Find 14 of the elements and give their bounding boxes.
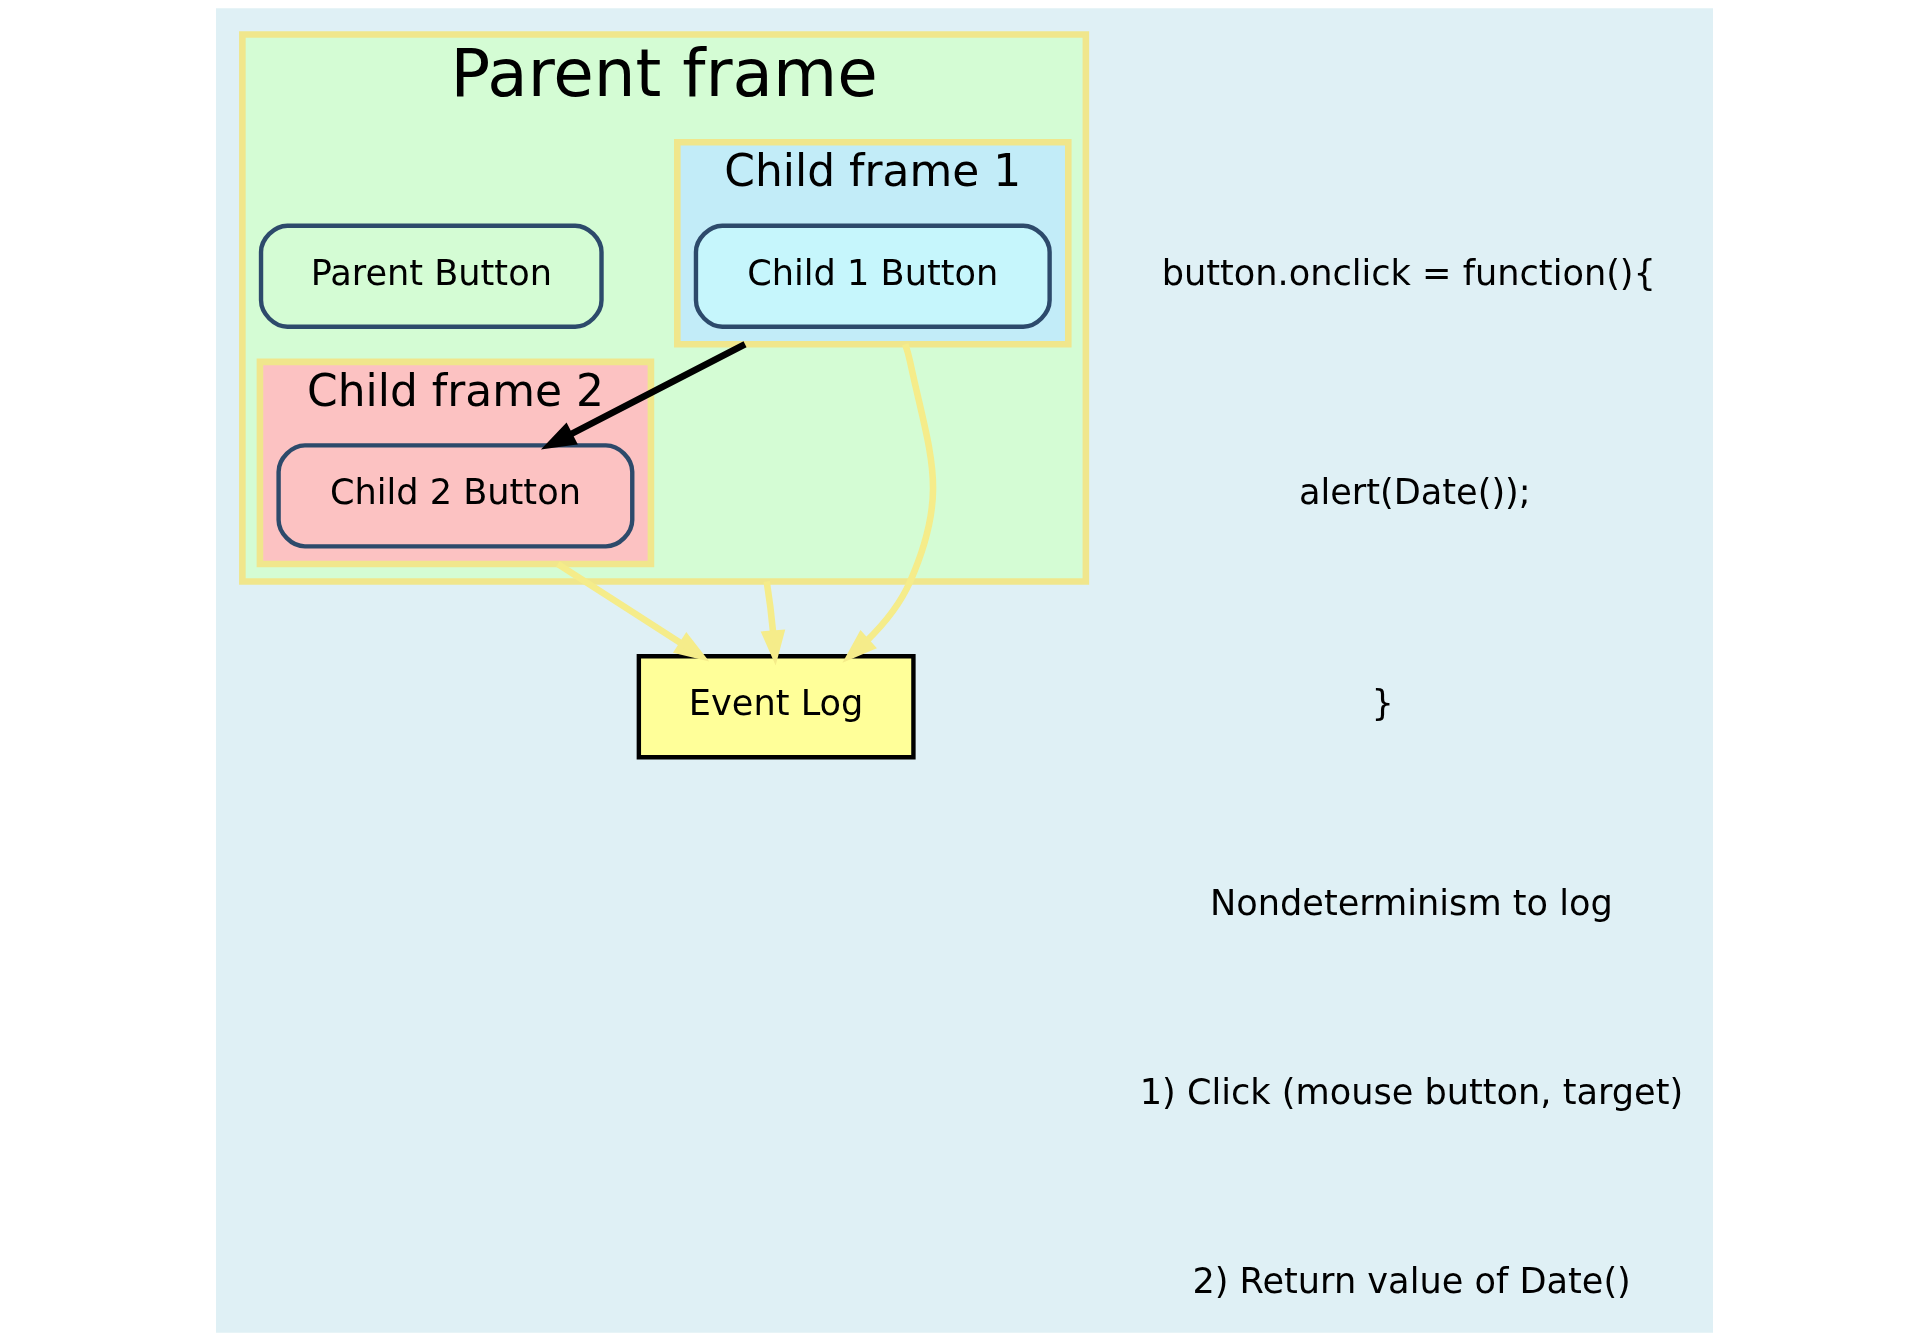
node-box: Child 1 Button (693, 223, 1052, 329)
label: alert(Date()); (1298, 471, 1531, 513)
arrow (760, 581, 786, 666)
label: Nondeterminism to log (1209, 881, 1613, 923)
label: button.onclick = function(){ (1161, 251, 1656, 293)
node-box: Event Log (636, 654, 916, 760)
arrow (842, 343, 937, 663)
node-box: Parent Button (258, 223, 604, 329)
label: 2) Return value of Date() (1192, 1259, 1631, 1301)
arrow (556, 561, 710, 662)
node-box: Child 2 Button (276, 443, 635, 549)
arrow (540, 341, 747, 450)
label: 1) Click (mouse button, target) (1139, 1070, 1684, 1112)
label: } (1371, 682, 1394, 724)
